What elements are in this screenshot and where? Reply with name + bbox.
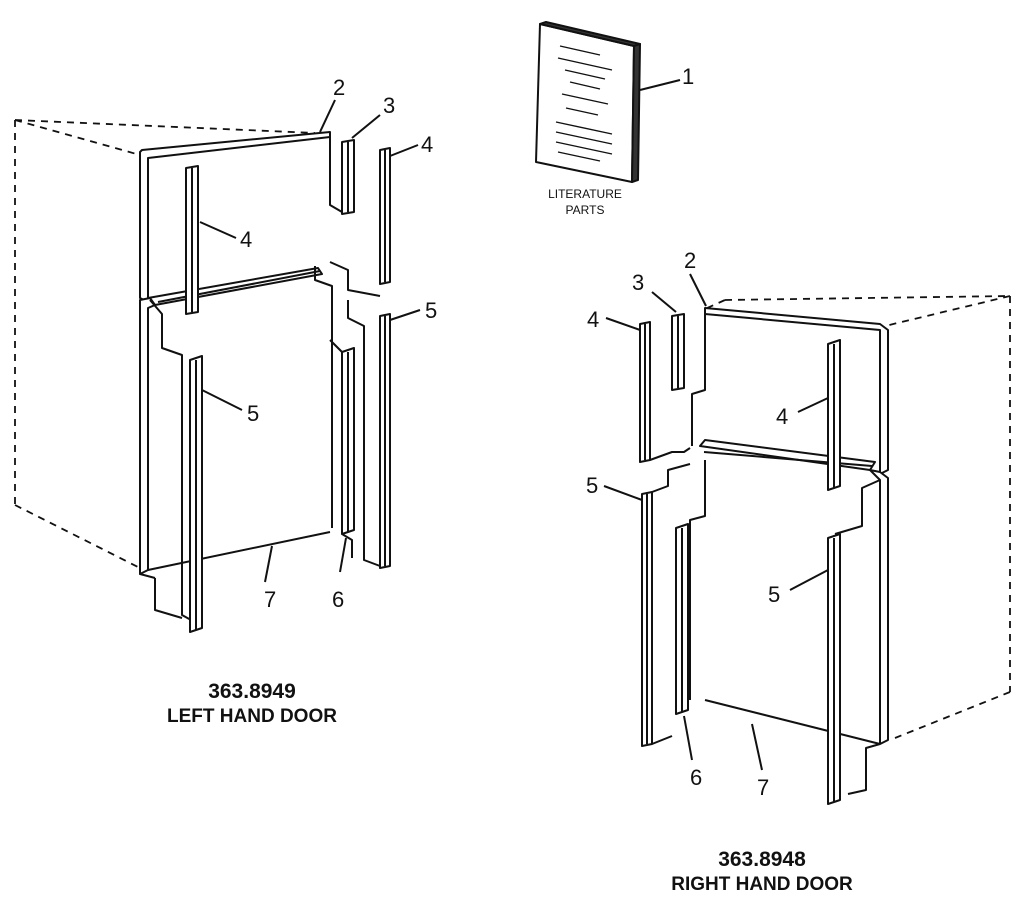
literature-caption: LITERATURE PARTS <box>530 186 640 218</box>
leader-line <box>201 389 243 411</box>
leader-line <box>389 309 421 321</box>
mullion-bar <box>699 439 876 471</box>
literature-caption-line1: LITERATURE <box>548 187 622 201</box>
leader-line <box>605 317 641 331</box>
callout-4: 4 <box>776 404 788 429</box>
callouts: 1 2 3 4 4 5 5 6 7 2 3 4 4 5 5 6 7 <box>240 64 788 800</box>
leader-line <box>603 485 643 501</box>
leader-line <box>264 545 273 583</box>
freezer-door-panel <box>139 131 331 303</box>
left-assembly-title: LEFT HAND DOOR <box>167 706 337 727</box>
callout-2: 2 <box>684 248 696 273</box>
fresh-food-door-panel <box>869 469 889 745</box>
literature-caption-line2: PARTS <box>565 203 605 217</box>
callout-5: 5 <box>247 401 259 426</box>
cabinet-outline <box>14 119 316 569</box>
leader-line <box>351 114 381 139</box>
leader-line <box>751 723 763 771</box>
left-hand-door-assembly <box>14 99 421 633</box>
callout-4: 4 <box>240 227 252 252</box>
callout-4: 4 <box>587 307 599 332</box>
right-assembly-title: RIGHT HAND DOOR <box>671 874 853 895</box>
leader-line <box>789 569 829 591</box>
callout-3: 3 <box>632 270 644 295</box>
cabinet-outline <box>704 295 1011 739</box>
leader-line <box>689 273 707 307</box>
callout-5: 5 <box>768 582 780 607</box>
leader-line <box>651 291 677 313</box>
literature-booklet <box>535 21 681 183</box>
callout-5: 5 <box>586 473 598 498</box>
callout-4: 4 <box>421 132 433 157</box>
left-model-number: 363.8949 <box>208 680 296 703</box>
leader-line <box>389 144 419 157</box>
leader-line <box>199 221 237 239</box>
right-model-number: 363.8948 <box>718 848 806 871</box>
callout-7: 7 <box>757 775 769 800</box>
callout-1: 1 <box>682 64 694 89</box>
leader-line <box>639 79 681 91</box>
callout-2: 2 <box>333 75 345 100</box>
fresh-food-door-panel <box>139 297 156 575</box>
callout-3: 3 <box>383 93 395 118</box>
leader-line <box>339 537 347 573</box>
leader-line <box>683 715 693 761</box>
callout-5: 5 <box>425 298 437 323</box>
leader-line <box>797 397 829 413</box>
callout-6: 6 <box>332 587 344 612</box>
freezer-door-panel <box>704 307 889 475</box>
right-hand-door-assembly <box>603 273 1011 805</box>
leader-line <box>319 99 336 133</box>
callout-6: 6 <box>690 765 702 790</box>
callout-7: 7 <box>264 587 276 612</box>
